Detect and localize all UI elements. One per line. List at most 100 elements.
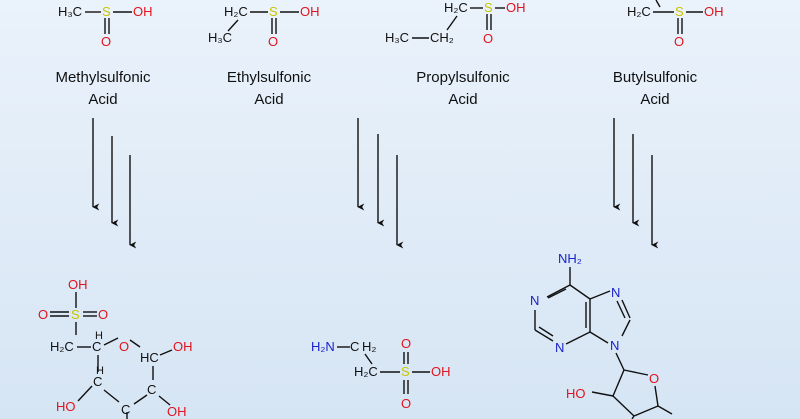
methylsulfonic-acid-label: Methylsulfonic Acid [18, 67, 188, 111]
atom-label: OH [173, 339, 193, 354]
propylsulfonic-acid-label: Propylsulfonic Acid [378, 67, 548, 111]
bond [538, 326, 554, 337]
atom-label: S [269, 4, 278, 19]
atom-label: N [530, 293, 539, 308]
atom-label: O [268, 34, 278, 49]
bond [589, 290, 611, 300]
bond [621, 299, 631, 319]
bond [103, 389, 120, 403]
bond [446, 15, 458, 31]
atom-label: NH₂ [558, 251, 582, 266]
bond [589, 331, 609, 344]
atom-label: O [401, 336, 411, 351]
bond [546, 284, 571, 298]
ethylsulfonic-acid-label: Ethylsulfonic Acid [184, 67, 354, 111]
bond [654, 385, 659, 407]
atom-label: S [401, 364, 410, 379]
bond [77, 385, 93, 402]
atom-label: C [147, 382, 156, 397]
atom-label: C [121, 402, 130, 417]
atom-label: OH [506, 0, 526, 15]
atom-label: H₂N [311, 339, 335, 354]
name-line: Butylsulfonic [612, 69, 698, 86]
atom-label: HO [566, 386, 586, 401]
bond [227, 19, 239, 32]
bond [657, 405, 673, 415]
atom-label: OH [431, 364, 451, 379]
atom-label: N [610, 338, 619, 353]
name-line: Acid [640, 91, 670, 108]
atom-label: H₂C [50, 339, 74, 354]
atom-label: H [95, 330, 103, 342]
atom-label: H₂C [627, 4, 651, 19]
bond [655, 0, 661, 8]
bond [129, 339, 141, 348]
bond [591, 391, 614, 397]
atom-label: H₃C [58, 4, 82, 19]
bond [565, 331, 591, 345]
bond [364, 353, 373, 365]
bond [569, 284, 591, 300]
atom-label: OH [167, 404, 187, 419]
atom-label: H₂C [224, 4, 248, 19]
name-line: Methylsulfonic [55, 69, 151, 86]
atom-label: CH₂ [430, 30, 454, 45]
bond [612, 395, 635, 417]
atom-label: N [555, 340, 564, 355]
atom-label: OH [300, 4, 320, 19]
atom-label: C [92, 339, 101, 354]
bond [158, 395, 171, 406]
atom-label: S [71, 307, 80, 322]
bond [616, 300, 626, 319]
bond [621, 319, 631, 337]
atom-label: OH [704, 4, 724, 19]
arrows-propyl [357, 118, 404, 249]
taurine-structure: H₂N C H₂ H₂C S OH O O [311, 336, 451, 411]
name-line: Propylsulfonic [416, 69, 510, 86]
bond [615, 352, 625, 371]
atom-label: H [96, 365, 104, 377]
nucleoside-structure: NH₂ N N N N O HO [530, 251, 673, 419]
ethylsulfonic-acid-structure: H₂C S OH O H₃C [208, 4, 320, 49]
atom-label: O [98, 307, 108, 322]
atom-label: HO [56, 399, 76, 414]
methylsulfonic-acid-structure: H₃C S OH O [58, 4, 153, 49]
sulfo-sugar-structure: OH O S O H₂C C H O HC OH C H C C HO OH [38, 277, 193, 419]
arrows-butyl [613, 118, 659, 249]
bond [159, 349, 173, 356]
atom-label: O [401, 396, 411, 411]
arrows-methyl [92, 118, 137, 249]
butylsulfonic-acid-structure: H₂C S OH O [627, 0, 724, 49]
atom-label: O [101, 34, 111, 49]
atom-label: OH [133, 4, 153, 19]
atom-label: O [119, 339, 129, 354]
bond [103, 337, 119, 346]
butylsulfonic-acid-label: Butylsulfonic Acid [570, 67, 740, 111]
bond [534, 329, 554, 342]
bond [623, 369, 649, 376]
name-line: Acid [448, 91, 478, 108]
atom-label: O [649, 371, 659, 386]
bond [612, 369, 625, 397]
bond [133, 394, 148, 405]
atom-label: H₃C [385, 30, 409, 45]
name-line: Ethylsulfonic [226, 69, 312, 86]
bond [547, 288, 567, 299]
atom-label: H₃C [208, 30, 232, 45]
atom-label: H₂ [362, 339, 376, 354]
atom-label: S [484, 0, 493, 15]
atom-label: H₂C [444, 0, 468, 15]
atom-label: C [93, 374, 102, 389]
atom-label: N [611, 285, 620, 300]
atom-label: S [102, 4, 111, 19]
atom-label: O [483, 31, 493, 46]
atom-label: S [675, 4, 684, 19]
atom-label: OH [68, 277, 88, 292]
propylsulfonic-acid-structure: H₂C S OH O CH₂ H₃C [385, 0, 526, 46]
name-line: Acid [254, 91, 284, 108]
atom-label: O [674, 34, 684, 49]
atom-label: HC [140, 350, 159, 365]
bond [633, 405, 659, 417]
atom-label: H₂C [354, 364, 378, 379]
